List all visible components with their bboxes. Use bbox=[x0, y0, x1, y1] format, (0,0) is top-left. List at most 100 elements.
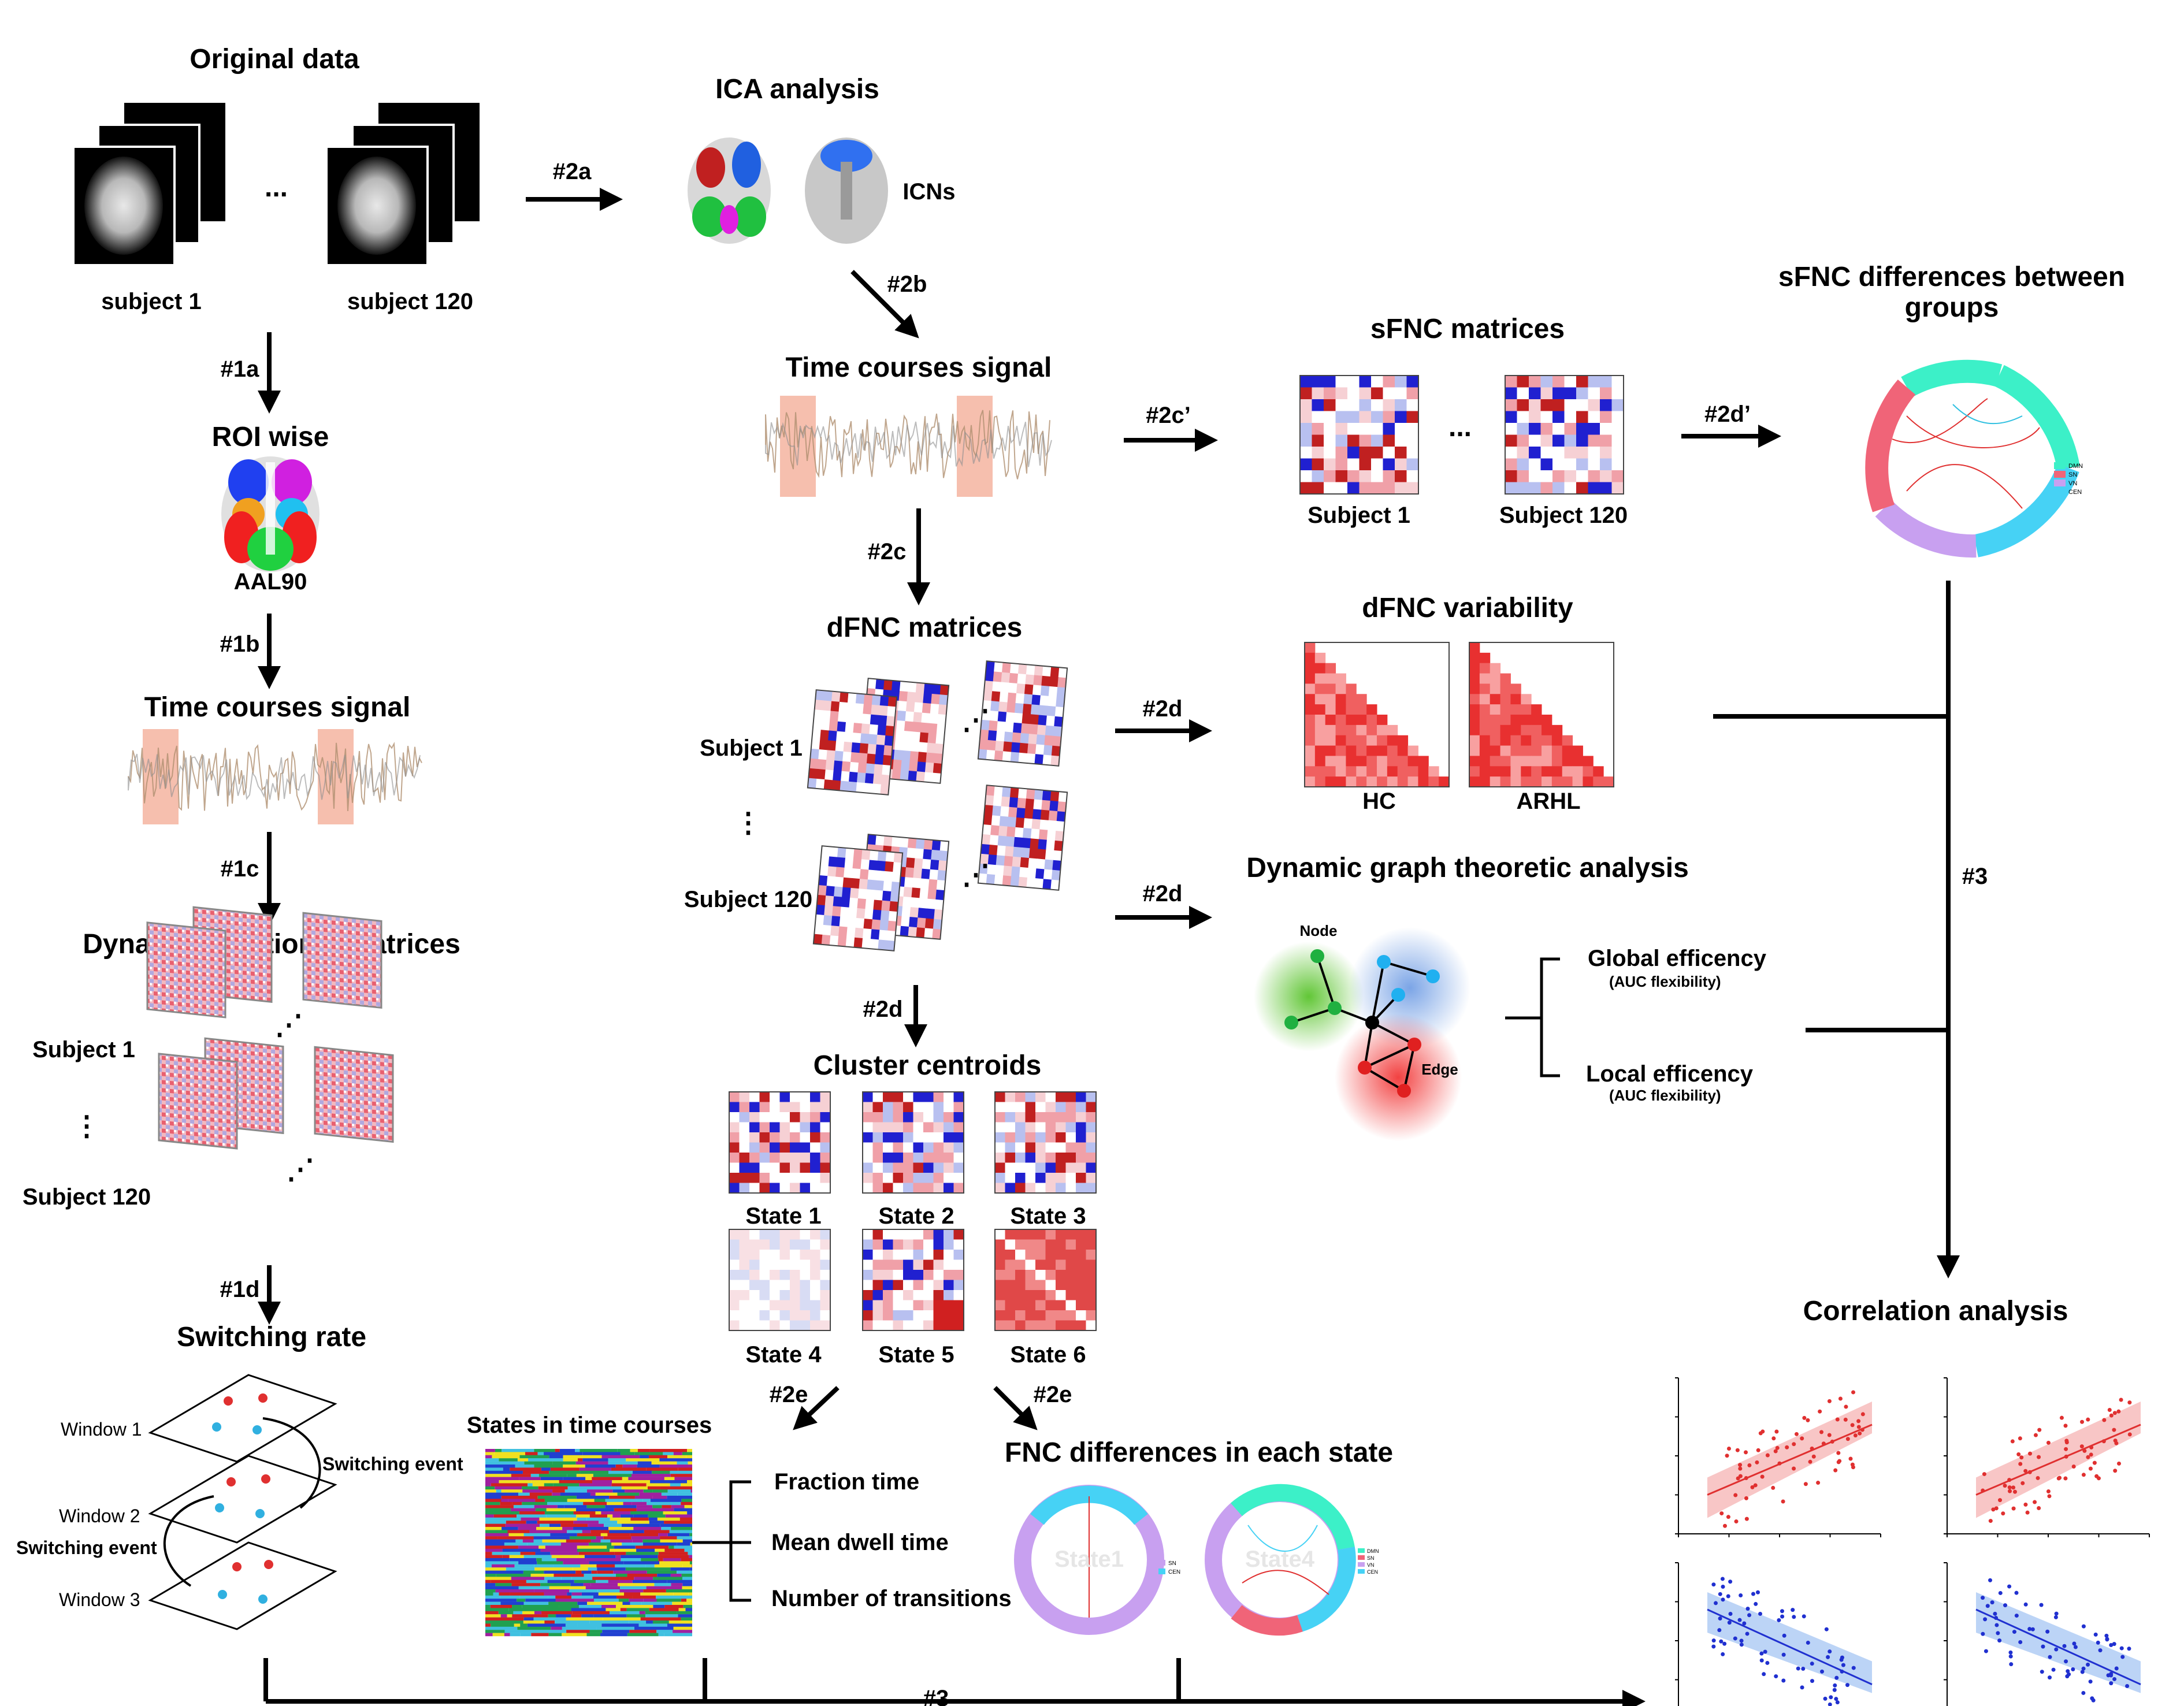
state-4-label: State 4 bbox=[745, 1342, 822, 1367]
switching-event-left-label: Switching event bbox=[16, 1537, 157, 1558]
arrow-2e-left bbox=[793, 1386, 840, 1430]
cluster-centroids-title: Cluster centroids bbox=[814, 1050, 1042, 1081]
subject-1-label: subject 1 bbox=[101, 289, 201, 314]
fnc-diff-state1-chord: SN CEN bbox=[1014, 1485, 1180, 1635]
correlation-title: Correlation analysis bbox=[1803, 1296, 2068, 1326]
aal90-label: AAL90 bbox=[234, 569, 307, 594]
middle-time-courses-plot bbox=[765, 396, 1052, 497]
step-1a-label: #1a bbox=[221, 356, 259, 382]
svg-text:CEN: CEN bbox=[1367, 1569, 1378, 1575]
step-2d-a-label: #2d bbox=[1143, 696, 1183, 722]
dfnc-matrix-stacks: ⋰⋰ bbox=[807, 660, 1068, 952]
svg-text:VN: VN bbox=[2068, 480, 2077, 487]
node-label: Node bbox=[1300, 922, 1338, 939]
aal90-atlas-image bbox=[221, 456, 320, 572]
right-connector-3 bbox=[1713, 581, 1960, 1278]
metric-fraction-time: Fraction time bbox=[774, 1469, 919, 1495]
dfnc-variability-matrices bbox=[1304, 642, 1614, 787]
step-2d-b-label: #2d bbox=[1143, 881, 1183, 906]
state4-watermark: State4 bbox=[1245, 1547, 1315, 1572]
sfnc-diff-title-2: groups bbox=[1905, 292, 1999, 323]
step-2e-left-label: #2e bbox=[770, 1382, 808, 1407]
graph-network-diagram bbox=[1254, 927, 1470, 1141]
brain-scan-stack-last bbox=[325, 103, 480, 266]
variability-title: dFNC variability bbox=[1362, 593, 1573, 623]
original-data-title: Original data bbox=[190, 44, 359, 75]
svg-text:⋰: ⋰ bbox=[962, 705, 990, 735]
left-time-courses-plot bbox=[128, 729, 422, 824]
step-2c-label: #2c bbox=[868, 539, 907, 564]
switching-event-right-label: Switching event bbox=[322, 1454, 463, 1474]
svg-text:⋰: ⋰ bbox=[962, 860, 990, 890]
sfnc-subject-120-label: Subject 120 bbox=[1499, 503, 1628, 528]
arrow-2e-right bbox=[993, 1386, 1038, 1430]
ica-brain-maps bbox=[688, 137, 888, 244]
cluster-centroid-matrices bbox=[729, 1091, 1097, 1331]
icns-label: ICNs bbox=[902, 179, 955, 205]
state-6-label: State 6 bbox=[1010, 1342, 1086, 1367]
window-1-label: Window 1 bbox=[61, 1419, 142, 1440]
states-time-title: States in time courses bbox=[467, 1413, 712, 1438]
sfnc-title: sFNC matrices bbox=[1370, 314, 1565, 344]
metrics-bracket bbox=[692, 1480, 751, 1602]
metric-number-of-transitions: Number of transitions bbox=[771, 1586, 1012, 1611]
state1-watermark: State1 bbox=[1054, 1547, 1124, 1572]
svg-text:DMN: DMN bbox=[1367, 1548, 1379, 1554]
correlation-scatter-plots bbox=[1675, 1377, 2150, 1706]
svg-text:DMN: DMN bbox=[2068, 463, 2083, 470]
svg-text:CEN: CEN bbox=[2068, 489, 2082, 496]
data-ellipsis: ... bbox=[265, 172, 288, 203]
global-efficiency-sub: (AUC flexibility) bbox=[1609, 973, 1721, 990]
step-2d-prime-label: #2d’ bbox=[1704, 402, 1751, 427]
svg-text:SN: SN bbox=[1367, 1555, 1375, 1561]
state-1-label: State 1 bbox=[745, 1203, 821, 1229]
dyn-subject-1-label: Subject 1 bbox=[32, 1037, 135, 1062]
window-2-label: Window 2 bbox=[59, 1506, 140, 1526]
dfnc-vdots: ⋮ bbox=[734, 808, 762, 838]
svg-text:CEN: CEN bbox=[1168, 1569, 1180, 1575]
dfnc-title: dFNC matrices bbox=[827, 612, 1023, 643]
window-3-label: Window 3 bbox=[59, 1589, 140, 1610]
step-1c-label: #1c bbox=[221, 856, 259, 882]
sfnc-diff-chord: DMN SN VN CEN bbox=[1865, 359, 2083, 558]
metric-mean-dwell-time: Mean dwell time bbox=[771, 1530, 949, 1555]
bottom-connector-3 bbox=[263, 1658, 1646, 1706]
dynamic-matrices-subject120: ⋰ bbox=[158, 1037, 394, 1185]
efficiency-bracket bbox=[1505, 957, 1560, 1077]
sfnc-diff-title-1: sFNC differences between bbox=[1778, 262, 2125, 292]
middle-time-courses-title: Time courses signal bbox=[786, 352, 1052, 383]
hc-label: HC bbox=[1362, 789, 1396, 814]
dyn-vdots: ⋮ bbox=[73, 1111, 101, 1142]
sfnc-subject-1-label: Subject 1 bbox=[1308, 503, 1410, 528]
state-5-label: State 5 bbox=[878, 1342, 954, 1367]
svg-text:⋰: ⋰ bbox=[275, 1010, 303, 1040]
step-1b-label: #1b bbox=[220, 631, 260, 657]
brain-scan-stack-first bbox=[72, 103, 225, 266]
step-2d-down-label: #2d bbox=[863, 997, 903, 1022]
sfnc-ellipsis: ... bbox=[1448, 412, 1472, 443]
ica-title: ICA analysis bbox=[715, 74, 879, 105]
svg-text:⋰: ⋰ bbox=[287, 1154, 314, 1185]
arrow-2b bbox=[850, 270, 919, 339]
step-2c-prime-label: #2c’ bbox=[1146, 403, 1191, 428]
roi-title: ROI wise bbox=[212, 422, 329, 452]
svg-text:VN: VN bbox=[1367, 1562, 1375, 1568]
bottom-step-3-label: #3 bbox=[923, 1686, 949, 1706]
step-2a-label: #2a bbox=[553, 159, 592, 184]
step-2b-label: #2b bbox=[887, 272, 927, 297]
edge-label: Edge bbox=[1421, 1061, 1458, 1078]
state-2-label: State 2 bbox=[878, 1203, 954, 1229]
arhl-label: ARHL bbox=[1516, 789, 1580, 814]
left-time-courses-title: Time courses signal bbox=[144, 692, 411, 723]
step-3-right-label: #3 bbox=[1962, 864, 1988, 889]
step-1d-label: #1d bbox=[220, 1277, 260, 1302]
local-efficiency-label: Local efficency bbox=[1586, 1061, 1754, 1087]
state-3-label: State 3 bbox=[1010, 1203, 1086, 1229]
dfnc-subject-1-label: Subject 1 bbox=[700, 735, 803, 761]
subject-120-label: subject 120 bbox=[347, 289, 473, 314]
switching-rate-title: Switching rate bbox=[177, 1322, 366, 1352]
dyn-subject-120-label: Subject 120 bbox=[23, 1184, 151, 1210]
switching-windows-diagram bbox=[148, 1374, 337, 1630]
